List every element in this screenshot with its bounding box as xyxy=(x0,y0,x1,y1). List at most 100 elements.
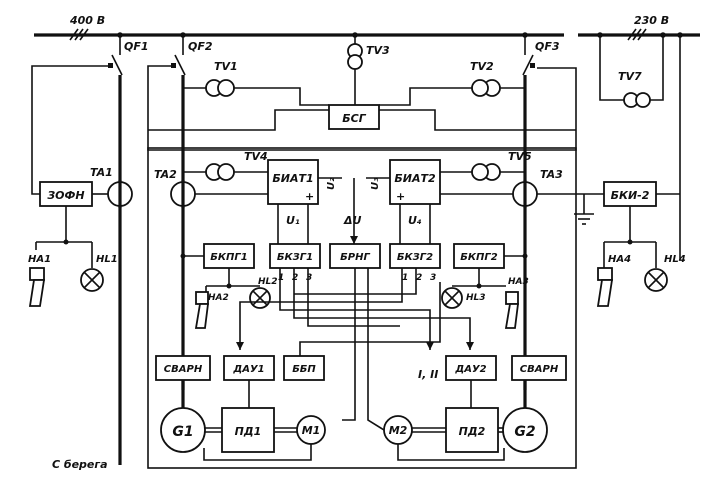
block-bkzg2 xyxy=(389,243,441,269)
label-tv5: TV5 xyxy=(508,150,532,163)
label-u2: U₂ xyxy=(326,177,337,190)
label-tv1: TV1 xyxy=(214,60,238,73)
label-ha4: HA4 xyxy=(608,254,631,265)
block-biat2 xyxy=(389,159,441,205)
label-qf2: QF2 xyxy=(188,40,213,53)
breaker-qf2 xyxy=(171,35,186,390)
svg-text:3: 3 xyxy=(430,273,436,283)
label-pd1: ПД1 xyxy=(235,425,262,438)
block-pd1 xyxy=(221,407,275,453)
label-zofn: ЗОФН xyxy=(47,189,84,202)
label-tv4: TV4 xyxy=(244,150,268,163)
control-cabinet-frame xyxy=(147,147,577,469)
label-brng: БРНГ xyxy=(340,252,370,263)
label-qf1: QF1 xyxy=(124,40,149,53)
svg-text:+: + xyxy=(305,190,314,203)
horn-ha2 xyxy=(194,286,210,329)
lamp-hl2 xyxy=(249,287,271,309)
main-busbar-400v xyxy=(34,28,564,41)
label-bki2: БКИ-2 xyxy=(611,189,650,202)
label-bbp: ББП xyxy=(292,364,316,375)
label-biat2: БИАТ2 xyxy=(394,172,436,185)
label-g1: G1 xyxy=(172,424,193,440)
generator-g2 xyxy=(502,407,548,453)
label-ha3: HA3 xyxy=(508,277,529,287)
label-ta3: TA3 xyxy=(540,168,563,181)
transformer-tv2 xyxy=(379,79,525,106)
label-tv3: TV3 xyxy=(366,44,390,57)
lamp-hl1 xyxy=(80,268,104,292)
block-bsg xyxy=(328,104,380,130)
svg-text:+: + xyxy=(396,190,405,203)
label-ta2: TA2 xyxy=(154,168,177,181)
svg-text:3: 3 xyxy=(306,273,312,283)
label-biat1: БИАТ1 xyxy=(272,172,313,185)
bsg-right-wire xyxy=(379,109,576,131)
busbar-230v xyxy=(578,28,700,41)
label-g2: G2 xyxy=(514,424,535,440)
label-dau2: ДАУ2 xyxy=(454,364,486,375)
label-ta1: TA1 xyxy=(90,166,113,179)
block-pd2 xyxy=(445,407,499,453)
label-m2: M2 xyxy=(389,424,408,437)
svg-text:2: 2 xyxy=(416,273,422,283)
label-roman: I, II xyxy=(418,368,438,381)
label-shore: С берега xyxy=(52,458,108,471)
transformer-tv7 xyxy=(599,35,681,260)
svg-text:1: 1 xyxy=(278,273,284,283)
transformer-tv4 xyxy=(183,163,268,181)
brng-to-m1 xyxy=(342,268,356,421)
generator-g1 xyxy=(160,407,206,453)
qf2-qf3-trip-line xyxy=(147,65,577,151)
voltage-label-230v: 230 В xyxy=(634,14,669,27)
bsg-left-wire xyxy=(148,109,329,131)
label-hl2: HL2 xyxy=(258,277,278,287)
label-u4: U₄ xyxy=(408,214,422,227)
horn-ha1 xyxy=(28,267,46,307)
block-bbp xyxy=(283,355,325,381)
label-ha1: HA1 xyxy=(28,254,51,265)
label-bkzg2: БКЗГ2 xyxy=(397,252,433,263)
label-m1: M1 xyxy=(302,424,321,437)
label-hl1: HL1 xyxy=(96,254,118,265)
label-dau1: ДАУ1 xyxy=(232,364,264,375)
block-svarn-1 xyxy=(155,355,211,381)
block-dau2 xyxy=(445,355,497,381)
lamp-hl3 xyxy=(441,287,463,309)
label-bsg: БСГ xyxy=(342,112,366,125)
lamp-hl4 xyxy=(644,268,668,292)
label-du: ΔU xyxy=(343,214,362,227)
label-tv2: TV2 xyxy=(470,60,494,73)
block-bkzg1 xyxy=(269,243,321,269)
label-ha2: HA2 xyxy=(208,293,229,303)
label-hl4: HL4 xyxy=(664,254,686,265)
label-tv7: TV7 xyxy=(618,70,642,83)
label-svarn-1: СВАРН xyxy=(164,364,203,375)
voltage-label-400v: 400 В xyxy=(69,14,105,27)
transformer-tv5 xyxy=(440,163,525,181)
transformer-tv1 xyxy=(183,79,329,106)
label-u3: U₃ xyxy=(370,177,381,190)
breaker-qf1 xyxy=(108,35,123,465)
breaker-qf3 xyxy=(522,35,535,390)
label-svarn-2: СВАРН xyxy=(520,364,559,375)
label-bkzg1: БКЗГ1 xyxy=(277,252,313,263)
label-bkpg2: БКПГ2 xyxy=(460,252,498,263)
transformer-tv3 xyxy=(347,35,363,105)
horn-ha3 xyxy=(504,291,520,329)
label-bkpg1: БКПГ1 xyxy=(210,252,248,263)
svg-text:1: 1 xyxy=(402,273,408,283)
label-pd2: ПД2 xyxy=(459,425,486,438)
block-biat1 xyxy=(267,159,319,205)
svg-text:2: 2 xyxy=(292,273,298,283)
block-brng xyxy=(329,243,381,269)
horn-ha4 xyxy=(596,267,614,307)
block-svarn-2 xyxy=(511,355,567,381)
qf1-trip-line xyxy=(31,65,108,195)
label-u1: U₁ xyxy=(286,214,300,227)
label-qf3: QF3 xyxy=(535,40,560,53)
brng-to-m2 xyxy=(367,268,385,431)
label-hl3: HL3 xyxy=(466,293,486,303)
